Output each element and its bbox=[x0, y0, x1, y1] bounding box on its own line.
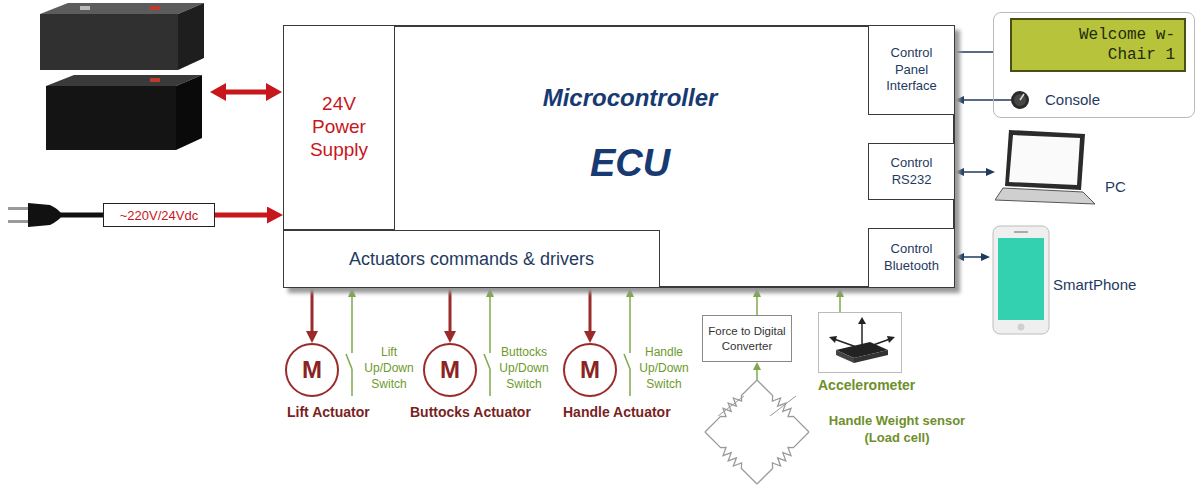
lcd-display: Welcome w-Chair 1 bbox=[1010, 18, 1186, 72]
connector bbox=[964, 99, 993, 101]
connector bbox=[215, 213, 267, 218]
switch-node: Handle Up/Down Switch bbox=[623, 338, 695, 400]
accelerometer-node: Accelerometer bbox=[818, 312, 922, 396]
accelerometer-icon bbox=[818, 312, 902, 374]
battery-arrow bbox=[210, 83, 282, 101]
connector bbox=[449, 288, 452, 331]
switch-symbol bbox=[623, 338, 637, 400]
sensor-label: Accelerometer bbox=[818, 377, 922, 393]
ecu-label: ECU bbox=[400, 142, 860, 185]
device-label: PC bbox=[1105, 178, 1140, 195]
ecu-box: MicrocontrollerECU24V Power SupplyContro… bbox=[283, 25, 955, 288]
box-text: Control RS232 bbox=[877, 155, 947, 189]
converter-box: Force to Digital Converter bbox=[702, 315, 792, 362]
actuator-label: Lift Actuator bbox=[287, 404, 387, 420]
laptop-icon bbox=[995, 128, 1095, 208]
connector bbox=[629, 297, 631, 338]
switch-node: Buttocks Up/Down Switch bbox=[483, 338, 555, 400]
box-text: Control Panel Interface bbox=[877, 45, 947, 96]
smartphone-icon bbox=[990, 225, 1052, 337]
connector bbox=[351, 297, 353, 338]
connector bbox=[311, 288, 314, 331]
connector bbox=[839, 297, 841, 312]
phone-device: SmartPhone bbox=[990, 225, 1155, 337]
processor-label: Microcontroller bbox=[400, 84, 860, 112]
battery-top bbox=[40, 3, 204, 70]
interface-box: Control Bluetooth bbox=[868, 228, 955, 288]
device-label: SmartPhone bbox=[1053, 276, 1153, 293]
load-cell-node: Handle Weight sensor (Load cell) bbox=[700, 380, 975, 488]
motor-symbol: M bbox=[423, 343, 477, 397]
box-text: Force to Digital Converter bbox=[704, 324, 790, 354]
driver-band: Actuators commands & drivers bbox=[283, 230, 660, 288]
switch-label: Lift Up/Down Switch bbox=[362, 344, 416, 392]
switch-symbol bbox=[483, 338, 497, 400]
switch-label: Buttocks Up/Down Switch bbox=[497, 344, 551, 392]
connector bbox=[489, 297, 491, 338]
actuator-label: Buttocks Actuator bbox=[410, 404, 545, 420]
interface-box: Control RS232 bbox=[868, 143, 955, 200]
console-label: Console bbox=[1045, 91, 1115, 108]
connector bbox=[756, 297, 758, 315]
power-supply-box: 24V Power Supply bbox=[283, 25, 395, 230]
switch-label: Handle Up/Down Switch bbox=[637, 344, 691, 392]
connector bbox=[964, 171, 986, 173]
pc-device: PC bbox=[995, 128, 1140, 220]
box-text: Actuators commands & drivers bbox=[302, 249, 642, 270]
mains-plug bbox=[8, 203, 103, 227]
box-text: Control Bluetooth bbox=[877, 241, 947, 275]
connector bbox=[589, 288, 592, 331]
connector bbox=[756, 370, 758, 380]
motor-symbol: M bbox=[563, 343, 617, 397]
box-text: ~220V/24Vdc bbox=[105, 208, 213, 223]
battery-bottom bbox=[46, 75, 202, 150]
switch-node: Lift Up/Down Switch bbox=[345, 338, 420, 400]
switch-symbol bbox=[345, 338, 359, 400]
motor-symbol: M bbox=[285, 343, 339, 397]
adapter-box: ~220V/24Vdc bbox=[103, 203, 215, 227]
sensor-label: Handle Weight sensor (Load cell) bbox=[822, 412, 972, 446]
interface-box: Control Panel Interface bbox=[868, 25, 955, 115]
load-cell-bridge bbox=[700, 380, 814, 486]
connector bbox=[964, 256, 981, 258]
box-text: 24V Power Supply bbox=[299, 93, 379, 161]
lcd-text: Welcome w-Chair 1 bbox=[1075, 25, 1175, 65]
console-frame: Console Welcome w-Chair 1 bbox=[993, 12, 1195, 118]
actuator-label: Handle Actuator bbox=[563, 404, 688, 420]
